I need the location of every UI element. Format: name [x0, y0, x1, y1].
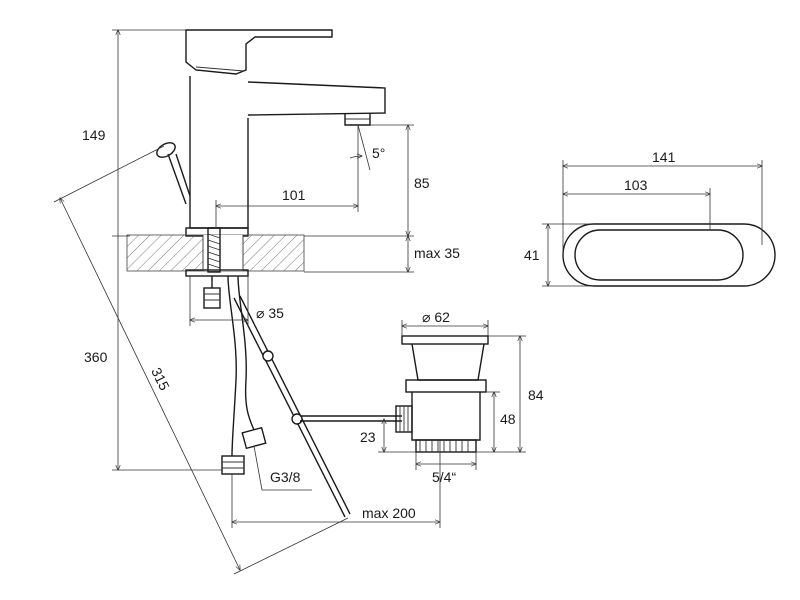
countertop-section [126, 234, 305, 272]
label-max-200: max 200 [362, 505, 416, 521]
popup-rod [156, 142, 402, 518]
label-5deg: 5° [372, 145, 385, 161]
label-5-4: 5/4“ [432, 469, 456, 485]
label-103: 103 [624, 177, 648, 193]
label-dia-35: ⌀ 35 [256, 305, 284, 321]
label-85: 85 [414, 175, 430, 191]
handle-top-view [562, 223, 776, 287]
dimension-lines [53, 30, 762, 575]
label-360: 360 [84, 349, 108, 365]
label-23: 23 [360, 429, 376, 445]
waste-valve [395, 335, 489, 453]
label-41: 41 [524, 247, 540, 263]
label-141: 141 [652, 149, 676, 165]
label-dia-62: ⌀ 62 [422, 309, 450, 325]
label-max-35: max 35 [414, 245, 460, 261]
label-g38: G3/8 [270, 469, 301, 485]
label-48: 48 [500, 411, 516, 427]
label-84: 84 [528, 387, 544, 403]
label-101: 101 [282, 187, 306, 203]
label-149: 149 [82, 127, 106, 143]
